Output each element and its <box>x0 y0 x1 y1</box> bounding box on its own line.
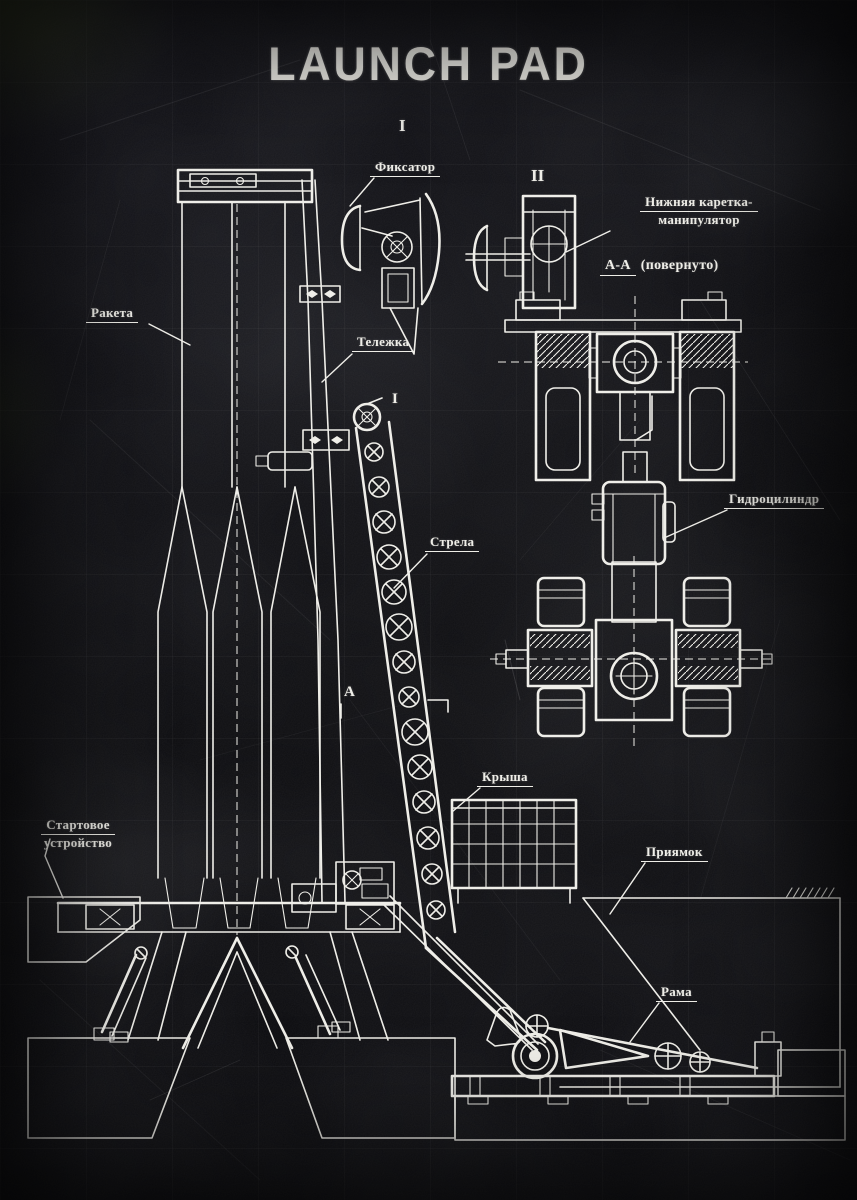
frame-label: Рама <box>656 984 697 1002</box>
section-aa-note: (повернуто) <box>640 258 719 273</box>
launch-device-line1: Стартовое <box>41 817 115 835</box>
view-2-marker: II <box>531 166 545 185</box>
launch-device-line2: устройство <box>43 835 113 850</box>
roof-label: Крыша <box>477 769 533 787</box>
trolley-label: Тележка <box>352 334 415 352</box>
hydraulic-cylinder-label: Гидроцилиндр <box>724 491 825 509</box>
lower-carriage-label: Нижняя каретка- манипулятор <box>604 194 794 227</box>
section-aa-label: А-А (повернуто) <box>600 258 718 276</box>
hydraulic-cylinder-label-text: Гидроцилиндр <box>724 491 825 509</box>
rocket-label: Ракета <box>86 305 139 323</box>
section-a-marker: А <box>344 684 355 700</box>
launch-device-label: Стартовое устройство <box>32 817 124 850</box>
lower-carriage-line1: Нижняя каретка- <box>640 194 758 212</box>
frame-label-text: Рама <box>656 984 697 1002</box>
boom-label-text: Стрела <box>425 534 480 552</box>
roof-label-text: Крыша <box>477 769 533 787</box>
view-1-marker: I <box>399 116 406 135</box>
boom-label: Стрела <box>425 534 480 552</box>
fixator-label: Фиксатор <box>370 159 441 177</box>
pit-label-text: Приямок <box>641 844 708 862</box>
section-aa-text: А-А <box>600 258 636 276</box>
lower-carriage-line2: манипулятор <box>658 212 740 227</box>
detail-1-marker: I <box>392 391 398 407</box>
trolley-label-text: Тележка <box>352 334 415 352</box>
poster-title: LAUNCH PAD <box>268 37 589 90</box>
rocket-label-text: Ракета <box>86 305 139 323</box>
pit-label: Приямок <box>641 844 708 862</box>
fixator-label-text: Фиксатор <box>370 159 441 177</box>
